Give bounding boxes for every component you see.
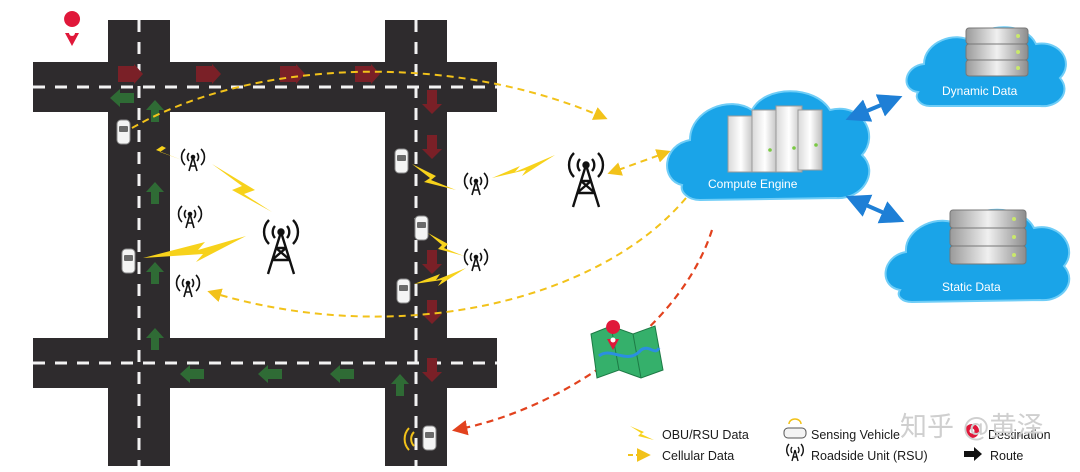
lightning-bolt-icon xyxy=(630,426,654,440)
dynamic-data-label: Dynamic Data xyxy=(942,84,1018,98)
legend: OBU/RSU Data Cellular Data Sensing Vehic… xyxy=(628,418,1051,463)
sensing-vehicle-icon xyxy=(394,148,409,174)
compute-engine-cloud: Compute Engine xyxy=(666,90,871,202)
rsu-icons xyxy=(175,148,489,298)
sensing-vehicle-icon xyxy=(783,427,807,439)
traffic-arrow-green xyxy=(110,89,134,107)
static-data-label: Static Data xyxy=(942,280,1001,294)
cellular-link-car-to-tower xyxy=(131,70,608,129)
lightning-bolt-icon xyxy=(412,164,456,190)
road-network xyxy=(33,20,497,466)
cellular-link-tower-engine xyxy=(607,149,671,176)
obu-rsu-data-bolts xyxy=(134,132,555,286)
traffic-arrow-red xyxy=(422,358,442,382)
sensing-vehicle-icon xyxy=(121,248,136,274)
lightning-bolt-icon xyxy=(492,155,555,178)
legend-item-obu-rsu-data: OBU/RSU Data xyxy=(630,426,749,442)
traffic-arrow-green xyxy=(391,374,409,396)
traffic-arrow-red xyxy=(118,64,143,84)
legend-label: Cellular Data xyxy=(662,449,734,463)
traffic-arrow-red xyxy=(422,90,442,114)
roadside-unit-icon xyxy=(175,274,201,298)
traffic-arrow-red xyxy=(196,64,221,84)
double-arrow-icon xyxy=(845,94,903,122)
folded-map-icon xyxy=(590,320,664,379)
server-rack-icon xyxy=(727,105,823,173)
sensing-vehicle-icon xyxy=(414,215,429,241)
cellular-data-links xyxy=(131,70,687,318)
traffic-arrow-green xyxy=(180,365,204,383)
traffic-arrow-green xyxy=(146,262,164,284)
map-pin-icon xyxy=(64,11,81,46)
traffic-arrow-green xyxy=(146,182,164,204)
traffic-arrow-red xyxy=(422,250,442,274)
legend-item-destination: Destination xyxy=(965,424,1051,442)
legend-item-cellular-data: Cellular Data xyxy=(628,448,734,463)
lightning-bolt-icon xyxy=(212,164,272,212)
dynamic-data-cloud: Dynamic Data xyxy=(905,26,1067,108)
traffic-arrow-green xyxy=(258,365,282,383)
roadside-unit-icon xyxy=(177,205,203,229)
legend-label: Destination xyxy=(988,428,1051,442)
traffic-arrow-green xyxy=(330,365,354,383)
traffic-arrow-green xyxy=(146,328,164,350)
traffic-arrow-red xyxy=(280,64,305,84)
watermark: 知乎 @黄泽 xyxy=(900,412,1044,443)
legend-item-sensing-vehicle: Sensing Vehicle xyxy=(783,418,900,442)
lightning-bolt-icon xyxy=(428,233,464,256)
legend-item-roadside-unit: Roadside Unit (RSU) xyxy=(786,443,928,463)
cellular-link-engine-to-rsu xyxy=(207,197,687,318)
legend-label: Route xyxy=(990,449,1023,463)
traffic-arrow-red xyxy=(355,64,380,84)
lightning-bolt-icon xyxy=(414,268,466,286)
lightning-bolt-icon xyxy=(143,236,246,262)
static-data-cloud: Static Data xyxy=(884,208,1071,304)
roadside-unit-icon xyxy=(180,148,206,172)
roadside-unit-icon xyxy=(463,248,489,272)
vehicles xyxy=(116,119,437,451)
destination-vehicle-icon xyxy=(403,425,437,451)
double-arrow-icon xyxy=(845,194,905,224)
disk-stack-icon xyxy=(949,209,1027,265)
sensing-vehicle-icon xyxy=(396,278,411,304)
destination-pin-icon xyxy=(965,424,979,438)
traffic-arrow-green xyxy=(146,100,164,122)
legend-label: OBU/RSU Data xyxy=(662,428,749,442)
roadside-unit-icon xyxy=(786,443,804,462)
cellular-tower-icon xyxy=(567,152,605,208)
legend-label: Sensing Vehicle xyxy=(811,428,900,442)
roadside-unit-icon xyxy=(463,172,489,196)
traffic-arrow-red xyxy=(422,300,442,324)
route-arrow-icon xyxy=(964,447,982,461)
sensing-vehicle-icon xyxy=(116,119,131,145)
legend-item-route: Route xyxy=(964,447,1023,463)
route-link xyxy=(451,229,714,436)
data-exchange-arrows xyxy=(845,94,905,224)
traffic-arrow-red xyxy=(422,135,442,159)
traffic-arrows xyxy=(110,64,442,396)
cellular-tower-icon xyxy=(262,219,300,275)
compute-engine-label: Compute Engine xyxy=(708,177,798,191)
disk-stack-icon xyxy=(965,27,1029,77)
legend-label: Roadside Unit (RSU) xyxy=(811,449,928,463)
